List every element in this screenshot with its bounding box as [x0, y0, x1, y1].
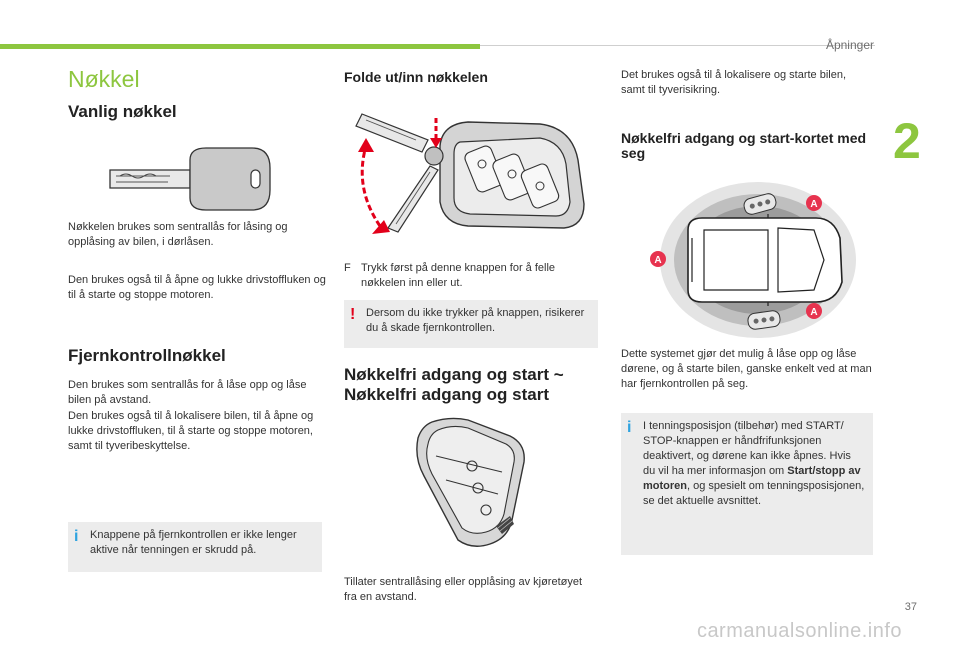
- bullet-mark: F: [344, 262, 351, 274]
- section-title: Åpninger: [825, 38, 874, 52]
- watermark: carmanualsonline.info: [696, 620, 902, 642]
- zone-label-a-1: A: [810, 199, 817, 210]
- text-vanlig-1: Nøkkelen brukes som sentrallås for låsin…: [68, 221, 288, 248]
- chapter-number: 2: [893, 113, 921, 169]
- text-tillater: Tillater sentrallåsing eller opplåsing a…: [344, 576, 583, 603]
- info-note-buttons: i Knappene på fjernkontrollen er ikke le…: [68, 522, 322, 572]
- warning-note: ! Dersom du ikke trykker på knappen, ris…: [344, 300, 598, 348]
- heading-folde: Folde ut/inn nøkkelen: [344, 69, 488, 85]
- info-note-tenning-post: , og spesielt om tenningsposisjonen, se …: [643, 480, 865, 507]
- zone-label-a-2: A: [654, 255, 661, 266]
- text-fjern-1: Den brukes som sentrallås for å låse opp…: [68, 379, 307, 406]
- text-bullet: Trykk først på denne knappen for å felle…: [361, 262, 556, 289]
- zone-label-a-3: A: [810, 307, 817, 318]
- text-intro: Det brukes også til å lokalisere og star…: [621, 69, 847, 96]
- header-rule: [480, 45, 875, 46]
- page-title: Nøkkel: [68, 66, 140, 92]
- accent-bar: [0, 44, 480, 49]
- info-note-text: Knappene på fjernkontrollen er ikke leng…: [90, 529, 297, 556]
- heading-vanlig-nokkel: Vanlig nøkkel: [68, 102, 177, 121]
- heading-kortet: Nøkkelfri adgang og start-kortet med seg: [621, 130, 867, 161]
- folding-key-illustration: [355, 113, 585, 234]
- text-vanlig-2: Den brukes også til å åpne og lukke driv…: [68, 274, 326, 301]
- text-fjern-2: Den brukes også til å lokalisere bilen, …: [68, 410, 314, 452]
- info-note-tenning-pre: I tenningsposisjon (tilbehør) med START/…: [643, 420, 851, 477]
- keyless-zone-diagram: A A A: [650, 182, 856, 338]
- smart-key-illustration: [416, 417, 525, 547]
- text-system: Dette systemet gjør det mulig å låse opp…: [621, 348, 872, 390]
- heading-fjernkontrollnokkel: Fjernkontrollnøkkel: [68, 346, 226, 365]
- info-note-tenning: i I tenningsposisjon (tilbehør) med STAR…: [621, 413, 873, 555]
- heading-nokkelfri: Nøkkelfri adgang og start ~ Nøkkelfri ad…: [344, 365, 564, 404]
- warning-icon: !: [350, 306, 356, 323]
- info-icon: i: [627, 419, 632, 436]
- warning-note-text: Dersom du ikke trykker på knappen, risik…: [366, 307, 585, 334]
- info-icon: i: [74, 528, 79, 545]
- plain-key-illustration: [109, 147, 271, 211]
- info-note-tenning-bold: Start/stopp av motoren: [643, 465, 861, 492]
- page-number: 37: [904, 601, 917, 613]
